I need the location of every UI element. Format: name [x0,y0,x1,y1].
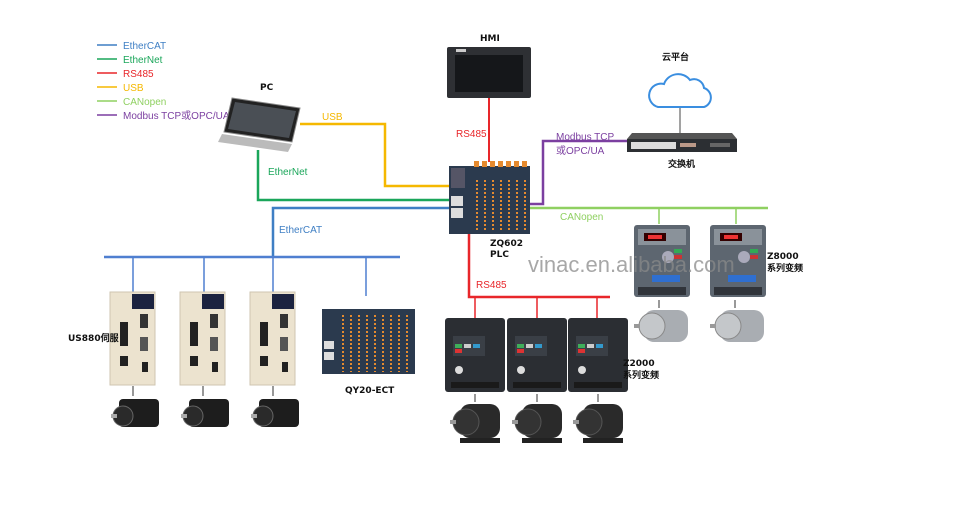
z8000-label-line2: 系列变频 [767,262,803,274]
ethercat-link [271,206,458,257]
plc-label-line2: PLC [490,250,509,260]
network-switch-icon [627,133,737,152]
legend-label: EtherNet [123,55,163,66]
switch-label: 交换机 [668,158,695,170]
servo-motor-icon [250,385,300,428]
z2000-label-line1: Z2000 [623,359,655,369]
ethercat-label: EtherCAT [279,225,322,236]
ethercat-bus [104,255,400,296]
rs485-bus [467,210,610,318]
legend-item-rs485: RS485 [97,69,154,80]
legend-label: USB [123,83,144,94]
legend-label: EtherCAT [123,41,166,52]
legend: EtherCAT EtherNet RS485 USB CANopen Modb… [97,41,230,122]
ac-motor-icon [449,393,501,444]
legend-item-ethercat: EtherCAT [97,41,166,52]
rs485-top-label: RS485 [456,129,487,140]
legend-item-ethernet: EtherNet [97,55,163,66]
cloud-icon [648,73,712,108]
ac-motor-icon [633,299,689,343]
rs485-bottom-label: RS485 [476,280,507,291]
ac-motor-icon [709,299,765,343]
servo-motor-icon [110,385,160,428]
ac-motor-icon [572,393,624,444]
io-module-label: QY20-ECT [345,386,395,396]
legend-item-modbus: Modbus TCP或OPC/UA [97,110,230,122]
legend-item-usb: USB [97,83,144,94]
ac-motor-icon [511,393,563,444]
canopen-label: CANopen [560,212,603,223]
servo-label: US880伺服 [68,332,120,344]
servo-motor-icon [180,385,230,428]
legend-label: CANopen [123,97,166,108]
legend-item-canopen: CANopen [97,97,166,108]
z2000-inverter-icon [568,318,628,392]
plc-module-icon [449,161,530,234]
legend-label: Modbus TCP或OPC/UA [123,110,230,122]
legend-label: RS485 [123,69,154,80]
watermark: vinac.en.alibaba.com [528,252,735,277]
modbus-label-line2: 或OPC/UA [556,145,605,157]
z8000-label-line1: Z8000 [767,252,799,262]
cloud-label: 云平台 [662,51,689,63]
ethernet-link [256,150,458,202]
servo-drive-icon [179,291,226,386]
ethernet-label: EtherNet [268,167,308,178]
z2000-label-line2: 系列变频 [623,369,659,381]
pc-laptop-icon [218,97,301,152]
hmi-label: HMI [480,34,500,44]
usb-link [300,122,455,188]
z2000-inverter-icon [507,318,567,392]
io-module-icon [322,309,415,374]
pc-label: PC [260,83,274,93]
modbus-label-line1: Modbus TCP [556,132,615,143]
usb-label: USB [322,112,343,123]
plc-label-line1: ZQ602 [490,239,523,249]
z2000-inverter-icon [445,318,505,392]
hmi-icon [447,47,531,98]
servo-drive-icon [249,291,296,386]
